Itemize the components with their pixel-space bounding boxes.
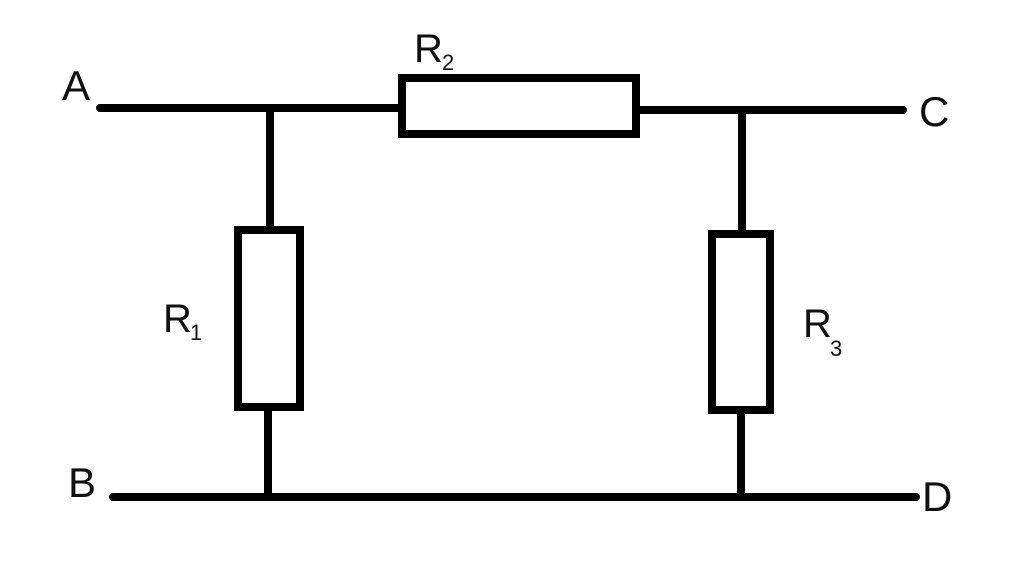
resistor-label-r3: R 3 (803, 302, 842, 361)
resistor-r2 (398, 74, 640, 138)
node-label-a: A (62, 62, 90, 109)
resistor-r1 (234, 226, 304, 411)
node-label-b: B (68, 459, 96, 506)
resistor-label-r3-subscript: 3 (830, 336, 842, 361)
resistor-label-r3-letter: R (803, 302, 832, 346)
resistor-label-r2: R 2 (414, 27, 454, 75)
resistor-r3 (708, 230, 774, 414)
resistor-label-r1-subscript: 1 (190, 320, 202, 345)
node-label-c: C (919, 88, 949, 135)
resistor-label-r2-subscript: 2 (442, 50, 454, 75)
resistor-label-r1: R 1 (163, 297, 202, 345)
node-label-d: D (922, 473, 952, 520)
resistor-label-r2-letter: R (414, 27, 443, 71)
resistor-label-r1-letter: R (163, 297, 192, 341)
